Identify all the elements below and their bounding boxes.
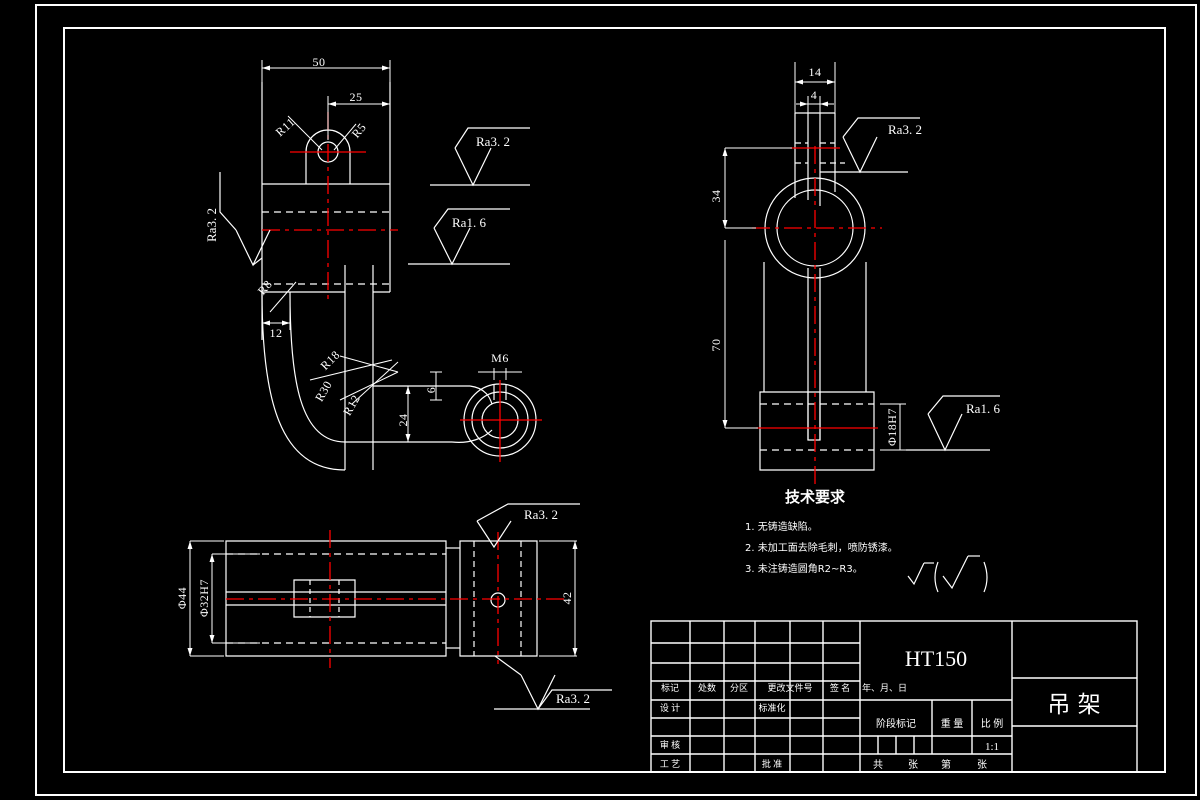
dim-M6: M6 [491,351,509,365]
top-view-centerlines [226,530,565,668]
title-block-text: 标记 处数 分区 更改文件号 签 名 年、月、日 设 计 审 核 工 艺 标准化… [660,682,1003,771]
tb-sheet-total-unit: 张 [908,759,918,771]
surface-finish-label-ra16-front: Ra1. 6 [452,215,486,230]
tb-header-file-no: 更改文件号 [767,682,812,693]
dim-6: 6 [424,387,438,394]
surface-finish-label-ra32-top: Ra3. 2 [476,134,510,149]
sheet-border [35,4,1197,796]
tb-row-design: 设 计 [660,702,680,713]
dim-4: 4 [811,88,818,102]
tech-note-2: 2. 未加工面去除毛刺，喷防锈漆。 [745,541,898,554]
dim-42: 42 [560,592,574,605]
surface-finish-ra16-front [408,208,510,266]
side-view [759,112,875,471]
tb-row-process: 工 艺 [660,759,680,769]
dim-25: 25 [350,90,363,104]
general-surface-finish-symbol [907,555,988,593]
tb-sheet-index-prefix: 第 [941,758,951,771]
dim-R30: R30 [312,378,335,404]
side-dimension-arrows [722,79,835,428]
tb-header-count: 处数 [698,682,716,693]
surface-finish-ra32-left [219,172,271,267]
dim-R8: R8 [255,277,275,298]
front-view-dimensions [261,60,522,443]
dim-R12: R12 [340,392,363,418]
side-view-dimension-text: 14 4 34 70 Φ18H7 [709,65,899,446]
dim-50: 50 [313,55,326,69]
top-dimension-arrows [187,541,578,656]
surface-finish-ra32-bottom-view [494,655,612,711]
tb-header-signature: 签 名 [830,682,850,693]
surface-finish-label-ra32-left: Ra3. 2 [204,208,219,242]
surface-finish-ra32-top-view [476,503,580,549]
surface-finish-label-ra32-side: Ra3. 2 [888,122,922,137]
dim-34: 34 [709,190,723,203]
dim-24: 24 [396,414,410,427]
tb-material: HT150 [905,646,967,671]
tb-sheet-index-unit: 张 [977,759,987,771]
dim-dia32H7: Φ32H7 [197,579,211,617]
tb-scale-value: 1:1 [985,741,999,753]
tb-header-mark: 标记 [661,682,679,693]
tb-row-review: 审 核 [660,739,680,750]
tech-note-3: 3. 未注铸造圆角R2~R3。 [745,562,863,575]
tb-sheet-total-prefix: 共 [873,759,883,771]
tb-label-approval: 批 准 [762,758,782,769]
surface-finish-ra16-side [906,395,1000,452]
tb-header-zone: 分区 [730,683,748,693]
dim-12: 12 [270,326,283,340]
tech-notes-title: 技术要求 [785,488,846,506]
front-view-dimension-text: 50 25 R11 R5 R8 12 R18 R30 R12 24 6 M6 [255,55,509,427]
dim-R5: R5 [349,120,369,141]
top-view-dimensions [189,540,577,657]
dim-70: 70 [709,339,723,352]
front-view [261,82,493,471]
surface-finish-label-ra32-bottomview: Ra3. 2 [556,691,590,706]
tb-header-scale: 比 例 [981,717,1004,730]
tb-label-standardization: 标准化 [758,702,785,713]
dim-14: 14 [809,65,822,79]
side-view-centerlines [752,146,882,485]
dim-R18: R18 [318,348,343,373]
surface-finish-label-ra16-side: Ra1. 6 [966,401,1000,416]
tb-header-weight: 重 量 [941,717,964,730]
dim-dia18H7: Φ18H7 [885,408,899,446]
tb-part-name: 吊 架 [1047,692,1100,718]
surface-finish-label-ra32-topview: Ra3. 2 [524,507,558,522]
tb-header-stage-mark: 阶段标记 [876,717,916,730]
tech-note-1: 1. 无铸造缺陷。 [745,520,818,533]
surface-finish-ra32-side [820,117,920,174]
tb-header-date: 年、月、日 [862,682,907,693]
dim-R11: R11 [273,115,298,139]
top-view [225,540,538,657]
dimension-arrows [262,65,411,442]
title-block [650,620,1138,773]
surface-finish-ra32-top [430,127,530,187]
dim-dia44: Φ44 [175,587,189,609]
front-view-centerlines [262,112,542,462]
top-view-dimension-text: Φ44 Φ32H7 42 [175,579,574,617]
